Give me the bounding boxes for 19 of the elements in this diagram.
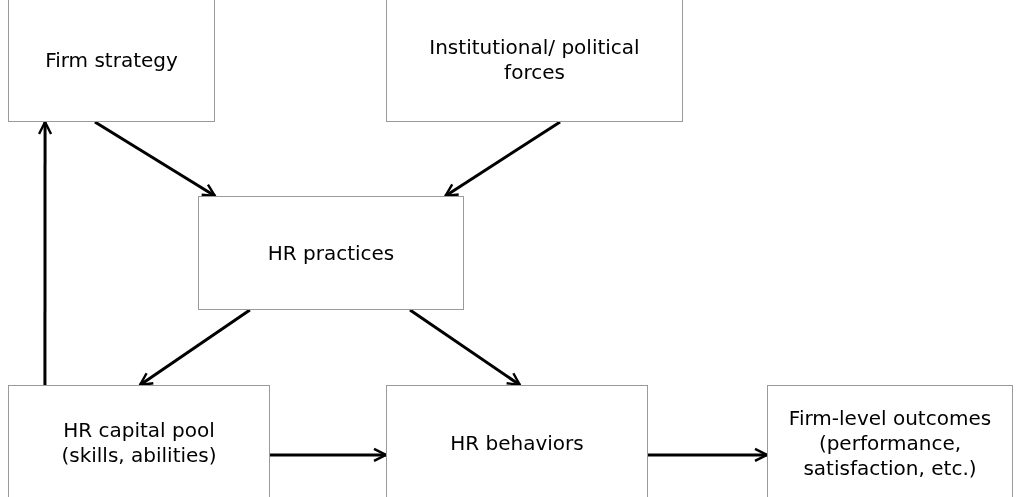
process-box [8,0,215,122]
arrow [270,447,388,463]
box-label: HR practices [267,240,395,266]
process-box [386,0,683,122]
arrow [138,308,251,387]
box-label: HR behaviors [450,430,584,456]
process-box [8,385,270,497]
arrow [409,308,522,387]
box-label: Firm strategy [45,47,178,73]
box-label: Firm-level outcomes (performance, satisfaction, etc.) [787,405,993,481]
process-box [767,385,1013,497]
box-label: Institutional/ political forces [428,35,641,85]
process-box [198,196,464,310]
arrow [37,120,53,385]
process-box [386,385,648,497]
arrow [94,120,217,198]
arrow [648,447,769,463]
box-label: HR capital pool (skills, abilities) [60,418,218,468]
arrow [444,120,561,198]
